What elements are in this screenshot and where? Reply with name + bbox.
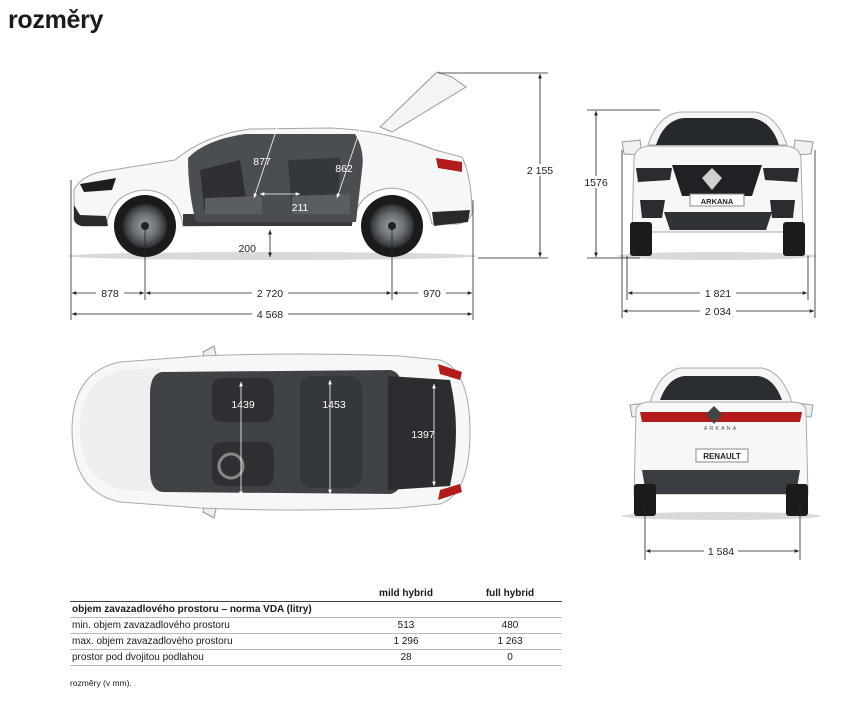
table-cell-mild: 1 296 — [354, 633, 458, 650]
rear-track-label: 1 584 — [708, 546, 734, 558]
table-row: min. objem zavazadlového prostoru 513 48… — [70, 617, 562, 634]
front-headroom-label: 877 — [253, 156, 271, 168]
page-title: rozměry — [8, 6, 104, 34]
ground-clearance-label: 200 — [238, 243, 256, 255]
table-cell-mild: 513 — [354, 617, 458, 634]
width-mirrors-label: 2 034 — [705, 306, 731, 318]
rear-legroom-label: 211 — [292, 202, 309, 214]
table-row: max. objem zavazadlového prostoru 1 296 … — [70, 633, 562, 650]
front-elbow-width-label: 1439 — [231, 399, 255, 411]
table-header-row: mild hybrid full hybrid — [70, 586, 562, 602]
rear-headroom-label: 862 — [335, 163, 353, 175]
rear-elbow-width-label: 1453 — [322, 399, 346, 411]
table-header-mild-hybrid: mild hybrid — [379, 588, 433, 599]
table-row-label: min. objem zavazadlového prostoru — [70, 617, 354, 634]
side-view-car — [67, 71, 477, 260]
boot-volume-table: mild hybrid full hybrid objem zavazadlov… — [70, 586, 562, 666]
table-cell-full: 480 — [458, 617, 562, 634]
rear-overhang-label: 970 — [423, 288, 441, 300]
front-overhang-label: 878 — [101, 288, 119, 300]
top-view-car — [71, 345, 471, 519]
height-open-tailgate-label: 2 155 — [527, 165, 553, 177]
front-track-label: 1 821 — [705, 288, 731, 300]
table-section-row: objem zavazadlového prostoru – norma VDA… — [70, 601, 562, 618]
table-row-label: max. objem zavazadlového prostoru — [70, 633, 354, 650]
side-interior-dimensions — [253, 127, 361, 199]
table-row-label: prostor pod dvojitou podlahou — [70, 649, 354, 666]
table-cell-full: 0 — [458, 649, 562, 666]
front-plate-text: ARKANA — [701, 197, 734, 206]
length-label: 4 568 — [257, 309, 283, 321]
rear-plate-text: RENAULT — [703, 452, 741, 461]
height-label: 1576 — [584, 177, 608, 189]
table-section-label: objem zavazadlového prostoru – norma VDA… — [70, 601, 562, 618]
table-header-full-hybrid: full hybrid — [485, 588, 535, 599]
front-view-car — [617, 111, 817, 260]
units-note: rozměry (v mm). — [70, 678, 132, 688]
table-cell-mild: 28 — [354, 649, 458, 666]
table-cell-full: 1 263 — [458, 633, 562, 650]
rear-logo-text: ARKANA — [704, 426, 739, 432]
wheelbase-label: 2 720 — [257, 288, 283, 300]
table-header-blank — [70, 586, 354, 602]
top-view-dimensions — [239, 380, 436, 496]
rear-view-car — [621, 367, 821, 520]
boot-width-label: 1397 — [411, 429, 435, 441]
table-row: prostor pod dvojitou podlahou 28 0 — [70, 649, 562, 666]
